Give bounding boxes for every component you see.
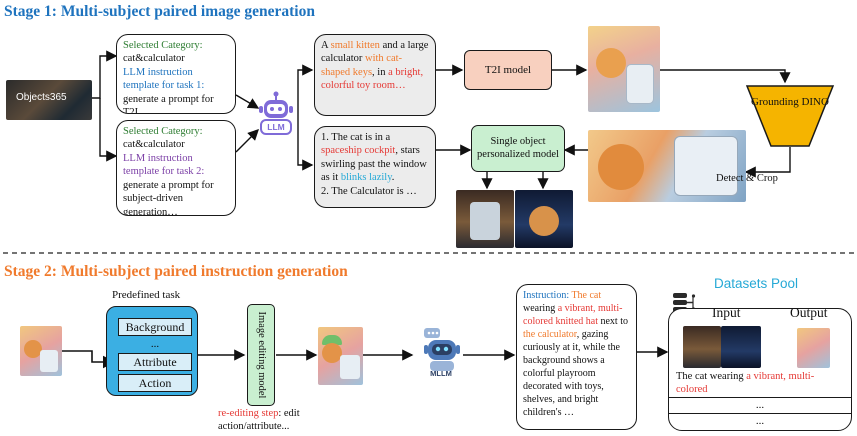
selected-category-label: Selected Category: xyxy=(123,40,203,51)
t2i-model-box: T2I model xyxy=(464,50,552,90)
background-highlight: a bright, colorful toy room… xyxy=(321,66,424,92)
objects365-image: Objects365 xyxy=(6,80,92,120)
edited-image xyxy=(318,327,363,385)
subject-highlight: small kitten xyxy=(330,40,380,51)
prompt-text: 2. The Calculator is … xyxy=(321,185,417,197)
arrow-prompt1-to-llm xyxy=(235,94,260,109)
category-value: cat&calculator xyxy=(123,139,185,151)
task-action: Action xyxy=(118,374,192,392)
prompt-text: A xyxy=(321,40,331,51)
pool-more-1: ... xyxy=(755,399,765,411)
pool-row-highlight: a vibrant, multi-colored xyxy=(676,371,815,395)
arrow-llm-to-sd-prompt xyxy=(297,110,314,171)
subject-highlight: The cat xyxy=(571,290,602,301)
pool-row-text: The cat wearing xyxy=(676,371,747,382)
llm-label: LLM xyxy=(267,122,285,132)
arrow-prompt2-to-llm xyxy=(235,129,259,153)
grounding-dino-label: Grounding DINO xyxy=(751,96,829,108)
task-background: Background xyxy=(118,318,192,336)
image-editing-model-label: Image editing model xyxy=(256,311,267,399)
template-label: LLM instruction template for task 1: xyxy=(123,66,205,92)
instruction-text: wearing xyxy=(523,303,558,314)
image-editing-model-box: Image editing model xyxy=(247,304,275,406)
selected-category-label: Selected Category: xyxy=(123,126,203,137)
task-more: ... xyxy=(150,338,160,350)
t2i-prompt-box: A small kitten and a large calculator wi… xyxy=(314,34,436,116)
arrow-llm-to-t2i-prompt xyxy=(297,64,314,110)
prompt-text: . xyxy=(391,172,395,184)
pool-divider-1 xyxy=(669,397,851,398)
arrow-source-to-prompt2 xyxy=(99,98,118,162)
action-highlight: blinks lazily xyxy=(340,172,392,184)
mllm-label: MLLM xyxy=(430,369,452,378)
prompt-text: , stars swirling past the window as it xyxy=(321,145,427,184)
prompt-text: 1. The cat is in a xyxy=(321,132,391,143)
pool-output-header: Output xyxy=(790,305,828,320)
llm-robot-icon xyxy=(259,91,293,135)
category-value: cat&calculator xyxy=(123,53,185,65)
pool-divider-2 xyxy=(669,413,851,414)
prompt-text: and a large calculator xyxy=(321,40,429,65)
arrow-input-to-attribute xyxy=(62,350,116,369)
llm-template-task1-box: Selected Category: cat&calculator LLM in… xyxy=(116,34,236,114)
pool-input-header: Input xyxy=(712,305,741,320)
task-attribute: Attribute xyxy=(118,353,192,371)
personalized-model-box: Single object personalized model xyxy=(471,125,565,172)
t2i-generated-image xyxy=(588,26,660,112)
re-editing-note: re-editing step: edit action/attribute..… xyxy=(218,407,318,433)
pool-output-image xyxy=(797,328,830,368)
cropped-subjects-image xyxy=(588,130,746,202)
objects365-label: Objects365 xyxy=(16,92,67,103)
pool-input-image-2 xyxy=(721,326,761,368)
instruction-text: , gazing curiously at it, while the back… xyxy=(523,329,620,418)
template-text: generate a prompt for subject-driven gen… xyxy=(123,179,214,216)
arrow-image-to-grounding xyxy=(660,69,791,84)
pool-more-2: ... xyxy=(755,415,765,427)
generated-cat-image xyxy=(515,190,573,248)
arrow-grounding-to-crops xyxy=(744,147,791,178)
pool-row-instruction: The cat wearing a vibrant, multi-colored xyxy=(676,370,826,396)
re-editing-text: : edit action/attribute... xyxy=(218,408,300,432)
instruction-text: next to xyxy=(597,316,628,327)
stage2-input-image xyxy=(20,326,62,376)
object-highlight: the calculator xyxy=(523,329,577,340)
grounding-dino-shape xyxy=(745,85,835,147)
generated-calculator-image xyxy=(456,190,514,248)
prompt-text: , in xyxy=(372,66,389,78)
instruction-label: Instruction: xyxy=(523,290,572,301)
detect-crop-label: Detect & Crop xyxy=(716,173,778,184)
predefined-task-label: Predefined task xyxy=(112,289,181,301)
datasets-pool-title: Datasets Pool xyxy=(714,276,799,291)
template-label: LLM instruction template for task 2: xyxy=(123,152,205,178)
re-editing-label: re-editing step xyxy=(218,408,279,419)
subject-driven-prompt-box: 1. The cat is in a spaceship cockpit, st… xyxy=(314,126,436,208)
attribute-highlight: with cat-shaped keys xyxy=(321,53,403,78)
llm-template-task2-box: Selected Category: cat&calculator LLM in… xyxy=(116,120,236,216)
stage2-title: Stage 2: Multi-subject paired instructio… xyxy=(4,263,348,280)
attribute-highlight: a vibrant, multi-colored knitted hat xyxy=(523,303,623,327)
arrow-source-to-prompt1 xyxy=(92,50,118,99)
scene-highlight: spaceship cockpit xyxy=(321,145,396,157)
pool-input-image-1 xyxy=(683,326,721,368)
mllm-robot-icon xyxy=(424,328,460,371)
instruction-box: Instruction: The cat wearing a vibrant, … xyxy=(516,284,637,430)
template-text: generate a prompt for T2I… xyxy=(123,93,214,114)
stage1-title: Stage 1: Multi-subject paired image gene… xyxy=(4,3,315,20)
